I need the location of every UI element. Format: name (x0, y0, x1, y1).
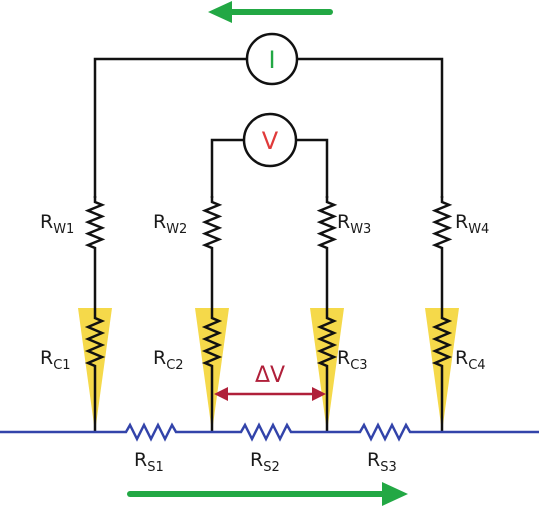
ammeter-symbol: I (268, 46, 275, 74)
current-loop-wire (93, 57, 444, 198)
label-rc3: RC3 (337, 347, 368, 373)
probe-3 (310, 196, 344, 432)
probe-4 (425, 196, 459, 432)
sheet-resistor-labels: RS1 RS2 RS3 (134, 449, 397, 475)
label-rw1: RW1 (40, 211, 74, 237)
current-arrow-bottom (127, 482, 408, 506)
probe-wire-with-resistors (316, 196, 338, 432)
current-arrow-top (208, 1, 333, 23)
probe-1 (78, 196, 112, 432)
voltage-loop-wire (210, 138, 329, 198)
label-rw4: RW4 (455, 211, 489, 237)
probe-wire-with-resistors (201, 196, 223, 432)
label-rs1: RS1 (134, 449, 164, 475)
voltmeter: V (242, 112, 298, 168)
label-rc4: RC4 (455, 347, 486, 373)
delta-v-indicator: ΔV (214, 363, 326, 401)
delta-v-label: ΔV (255, 363, 285, 388)
probe-wire-with-resistors (431, 196, 453, 432)
ammeter: I (245, 32, 299, 86)
voltmeter-symbol: V (262, 127, 279, 155)
probe-wire-with-resistors (84, 196, 106, 432)
label-rc1: RC1 (40, 347, 71, 373)
label-rs2: RS2 (250, 449, 280, 475)
probe-2 (195, 196, 229, 432)
wire-resistor-labels: RW1 RW2 RW3 RW4 (40, 211, 489, 237)
contact-resistor-labels: RC1 RC2 RC3 RC4 (40, 347, 486, 373)
label-rw2: RW2 (153, 211, 187, 237)
label-rc2: RC2 (153, 347, 184, 373)
label-rw3: RW3 (337, 211, 371, 237)
label-rs3: RS3 (367, 449, 397, 475)
sample-sheet (0, 422, 539, 442)
